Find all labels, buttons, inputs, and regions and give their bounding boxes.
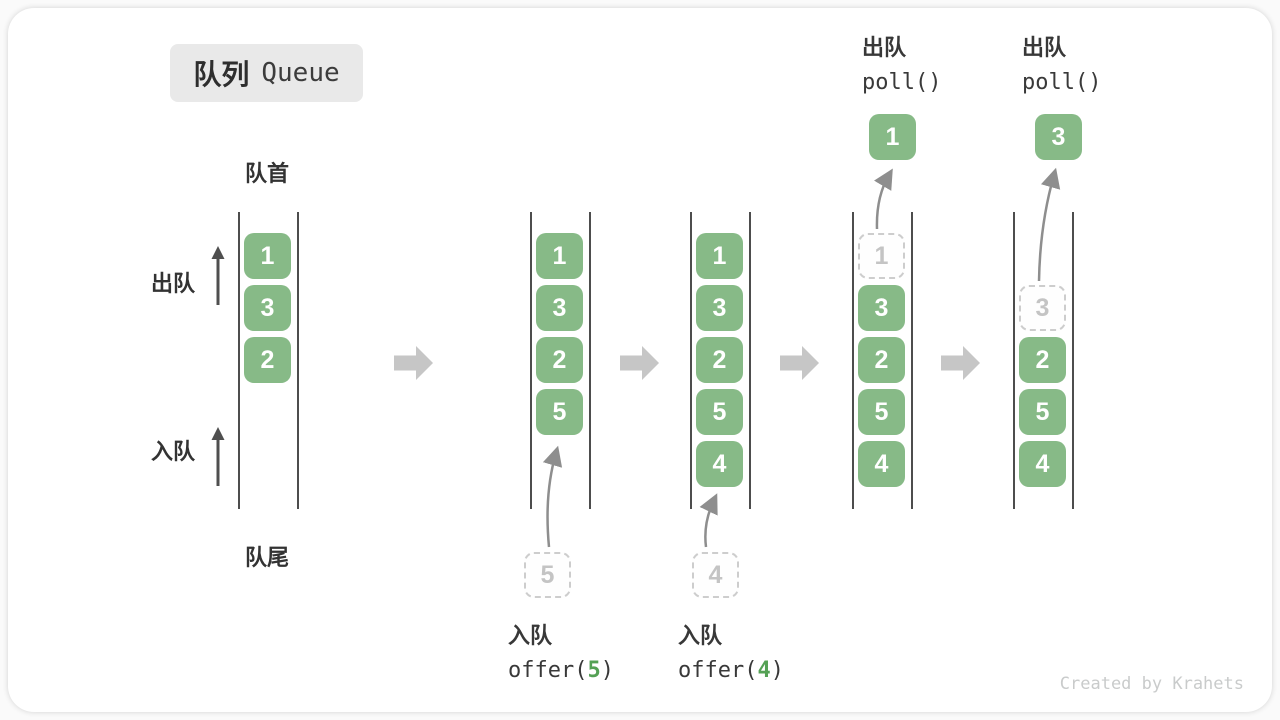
queue2-left-wall <box>530 212 532 509</box>
queue-item: 3 <box>536 285 583 331</box>
caption-action-label: 入队 <box>678 623 723 648</box>
caption-code-label: poll() <box>862 70 942 95</box>
queue-item: 1 <box>536 233 583 279</box>
queue-item: 2 <box>244 337 291 383</box>
queue1-left-wall <box>238 212 240 509</box>
caption-poll-1: 出队 poll() <box>862 30 941 95</box>
caption-action-label: 入队 <box>508 623 553 648</box>
queue5-right-wall <box>1072 212 1074 509</box>
queue-item: 5 <box>536 389 583 435</box>
queue-item: 3 <box>696 285 743 331</box>
caption-poll-3: 出队 poll() <box>1022 30 1101 95</box>
caption-enqueue-5: 入队 offer(5) <box>508 618 614 683</box>
queue-item: 4 <box>696 441 743 487</box>
queue-item: 1 <box>244 233 291 279</box>
queue-item: 2 <box>536 337 583 383</box>
queue-item: 5 <box>858 389 905 435</box>
title-chinese: 队列 <box>193 59 250 90</box>
queue2-right-wall <box>589 212 591 509</box>
queue5-left-wall <box>1013 212 1015 509</box>
label-dequeue-side: 出队 <box>151 271 196 296</box>
title-box: 队列 Queue <box>170 44 363 102</box>
popped-item: 3 <box>1035 114 1082 160</box>
queue-item: 2 <box>696 337 743 383</box>
queue4-left-wall <box>852 212 854 509</box>
footer-credit: Created by Krahets <box>1059 674 1244 694</box>
queue-item: 2 <box>1019 337 1066 383</box>
removed-item: 1 <box>858 233 905 279</box>
queue-item: 3 <box>858 285 905 331</box>
queue-item: 1 <box>696 233 743 279</box>
queue3-right-wall <box>749 212 751 509</box>
caption-code-label: offer(4) <box>678 658 784 683</box>
title-english: Queue <box>261 58 340 88</box>
queue-item: 4 <box>858 441 905 487</box>
code-text: offer( <box>508 658 588 683</box>
label-queue-rear: 队尾 <box>245 545 290 570</box>
code-text: offer( <box>678 658 758 683</box>
pending-item: 4 <box>692 552 739 598</box>
queue-item: 2 <box>858 337 905 383</box>
queue3-left-wall <box>690 212 692 509</box>
caption-code-label: offer(5) <box>508 658 614 683</box>
label-enqueue-side: 入队 <box>151 439 196 464</box>
queue-item: 5 <box>1019 389 1066 435</box>
code-text: ) <box>600 658 614 683</box>
code-text: ) <box>770 658 784 683</box>
caption-enqueue-4: 入队 offer(4) <box>678 618 784 683</box>
label-queue-front: 队首 <box>245 161 290 186</box>
code-arg: 4 <box>757 658 771 683</box>
queue-item: 5 <box>696 389 743 435</box>
code-arg: 5 <box>587 658 601 683</box>
queue1-right-wall <box>297 212 299 509</box>
diagram-card <box>8 8 1272 712</box>
caption-action-label: 出队 <box>862 35 907 60</box>
popped-item: 1 <box>869 114 916 160</box>
queue-item: 4 <box>1019 441 1066 487</box>
queue4-right-wall <box>911 212 913 509</box>
pending-item: 5 <box>524 552 571 598</box>
caption-code-label: poll() <box>1022 70 1102 95</box>
removed-item: 3 <box>1019 285 1066 331</box>
caption-action-label: 出队 <box>1022 35 1067 60</box>
queue-item: 3 <box>244 285 291 331</box>
